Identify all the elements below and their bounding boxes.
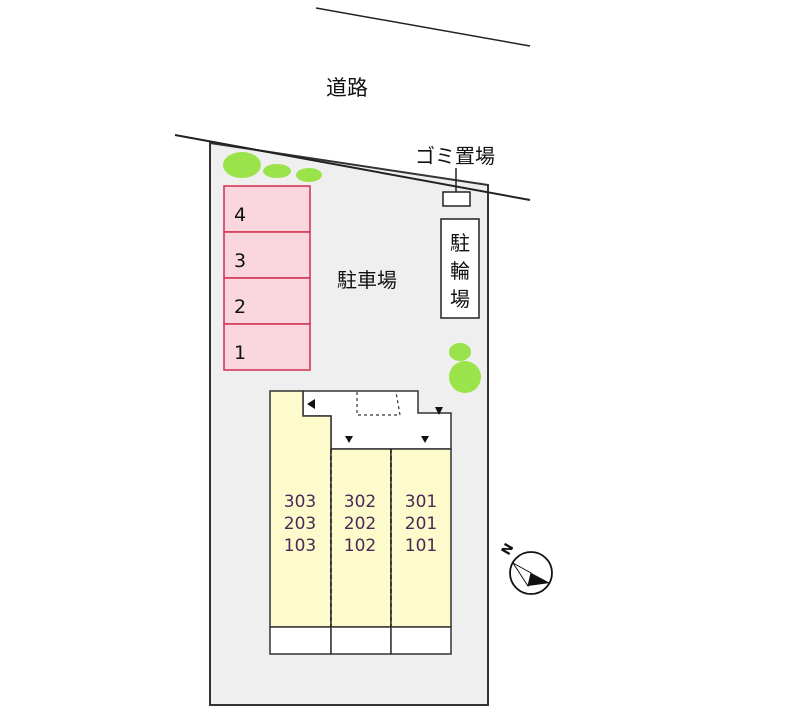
parking-space [223,231,311,279]
trees [223,152,481,393]
bicycle-parking-char: 場 [450,287,470,311]
room-number: 102 [344,536,376,556]
room-number: 301 [405,492,437,512]
road-label: 道路 [326,76,368,100]
parking-spaces: 4 3 2 1 [223,185,311,371]
road-edge-line [315,7,531,47]
tree [223,152,261,178]
room-number: 101 [405,536,437,556]
room-number: 302 [344,492,376,512]
tree [449,361,481,393]
room-number: 303 [284,492,316,512]
compass-icon: N [499,541,553,595]
room-number: 103 [284,536,316,556]
balcony [269,626,332,655]
compass-north-label: N [499,541,517,558]
room-number: 203 [284,514,316,534]
parking-space [223,185,311,233]
unit-column-02 [330,448,392,628]
bicycle-parking-box [440,218,480,319]
tree [263,164,291,178]
unit-column-01 [390,448,452,628]
entrance-arrow [345,436,353,443]
entrance-arrow [307,399,315,409]
tree [296,168,322,182]
entrance-arrow [421,436,429,443]
parking-space-number: 1 [234,342,246,364]
parking-space-number: 2 [234,296,246,318]
garbage-label: ゴミ置場 [415,144,495,168]
room-number: 201 [405,514,437,534]
room-number: 202 [344,514,376,534]
garbage-box [442,191,471,207]
road-boundary-line [174,134,531,201]
building: 303 203 103 302 202 102 301 201 101 [269,390,452,655]
entrance-arrow [435,407,443,415]
tree [449,343,471,361]
balcony [330,626,392,655]
stair-outline [356,391,401,416]
bicycle-parking-char: 輪 [450,259,470,283]
balcony [390,626,452,655]
parking-label: 駐車場 [337,268,397,292]
parking-space-number: 3 [234,250,246,272]
bicycle-parking-char: 駐 [450,231,470,255]
parking-space [223,323,311,371]
parking-space-number: 4 [234,204,246,226]
